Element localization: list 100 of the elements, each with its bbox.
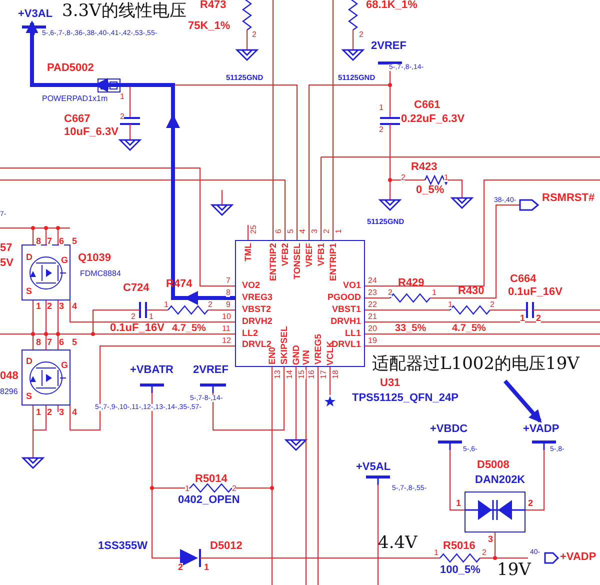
pin-number: 18 [332, 370, 340, 379]
net-label: +V5AL [356, 462, 391, 473]
net-label: 0402_OPEN [178, 495, 240, 506]
pin-label: PGOOD [327, 293, 361, 302]
pin-number: 1 [36, 408, 42, 417]
pin-number: 19 [368, 337, 377, 345]
pin-number: 6 [275, 229, 283, 234]
component-label: R423 [411, 162, 438, 173]
part-number: 8296 [0, 388, 18, 396]
pin-number: 2 [47, 408, 52, 417]
pin-number: 2 [528, 499, 534, 508]
pin-number: 1 [164, 301, 168, 309]
component-label: PAD5002 [47, 63, 94, 74]
annotation-text: 19V [497, 562, 531, 579]
part-number: POWERPAD1x1m [42, 95, 108, 103]
pin-label: TONSEL [293, 243, 302, 280]
arrow [26, 20, 235, 305]
pin-number: 5 [72, 237, 78, 246]
pin-number: 8 [36, 338, 42, 347]
pin-number: 17 [320, 370, 328, 379]
pin-label: TML [244, 243, 253, 262]
pin-number: 1 [434, 549, 438, 557]
pin-label: ENTRIP2 [269, 243, 278, 282]
pin-number: 10 [222, 313, 231, 321]
pin-number: 2 [323, 229, 331, 234]
component-label: 0.22uF_6.3V [401, 114, 465, 125]
pin-number: 23 [368, 289, 377, 297]
component-label: 5V [0, 258, 14, 269]
component-label: 0_5% [416, 185, 444, 196]
pin-number: 25 [250, 225, 258, 234]
pin-number: 5 [287, 229, 295, 234]
pin-label: GND [292, 345, 301, 365]
pin-number: 2 [178, 563, 184, 572]
pin-number: S [26, 392, 32, 401]
pin-number: 1 [335, 229, 343, 234]
component-label: C667 [64, 114, 90, 125]
pin-label: DRVH2 [242, 317, 272, 326]
pin-number: 12 [222, 337, 231, 345]
pin-number: 6 [59, 338, 64, 347]
pin-number: 1 [456, 499, 462, 508]
net-label: DAN202K [475, 475, 526, 486]
pin-number: 3 [311, 229, 319, 234]
pin-label: VO2 [242, 281, 260, 290]
pin-number: 9 [226, 301, 230, 309]
pin-label: VFB1 [317, 243, 326, 266]
pin-label: LL1 [344, 329, 361, 338]
component-label: C664 [510, 274, 536, 285]
annotation-text: 适配器过L1002的电压19V [372, 356, 580, 373]
pin-number: 2 [388, 289, 392, 297]
component-label: 048 [0, 371, 18, 382]
pin-label: VREG3 [242, 293, 273, 302]
pin-number: 1 [379, 104, 384, 112]
pin-number: G [61, 361, 68, 370]
pin-number: 1 [204, 563, 210, 572]
pin-number: 2 [359, 31, 364, 39]
component-label: +VADP [560, 552, 596, 563]
pin-number: 7 [47, 338, 52, 347]
pin-number: 7 [226, 277, 230, 285]
pin-number: 1 [432, 289, 436, 297]
pin-number: G [61, 256, 68, 265]
pin-number: 1 [36, 302, 42, 311]
pin-number: D [26, 357, 32, 366]
pin-label: VREG5 [314, 334, 323, 365]
component-label: 68.1K_1% [366, 0, 418, 11]
pin-number: S [26, 287, 32, 296]
pin-number: 22 [368, 301, 377, 309]
pin-number: D [26, 253, 32, 262]
pin-number: 3 [59, 408, 64, 417]
component-label: R5014 [195, 474, 228, 485]
pin-number: 11 [222, 325, 230, 333]
pin-number: 15 [298, 370, 306, 379]
pin-number: 14 [286, 370, 294, 379]
net-label: 100_5% [440, 565, 480, 576]
component-label: 4.7_5% [172, 324, 206, 334]
pin-number: 16 [308, 370, 316, 379]
pin-number: 2 [379, 126, 384, 134]
pin-label: VIN [302, 350, 311, 365]
component-label: 0.1uF_16V [508, 287, 562, 298]
pin-number: 2 [252, 31, 256, 39]
component-label: D5012 [210, 541, 242, 552]
component-label: U31 [380, 378, 400, 389]
pin-number: 8 [226, 289, 230, 297]
component-label: D5008 [477, 460, 510, 471]
component-label: 4.7_5% [452, 324, 486, 334]
net-label: +VBATR [130, 365, 174, 376]
annotation-text: 4.4V [378, 535, 418, 552]
part-number: FDMC8884 [80, 270, 121, 278]
pin-number: 2 [482, 549, 486, 557]
component-label: 10uF_6.3V [64, 127, 118, 138]
pin-number: 1 [448, 301, 452, 309]
component-label: Q1039 [78, 253, 112, 264]
annotation-text: 3.3V的线性电压 [62, 3, 186, 20]
net-label: 2VREF [371, 41, 406, 52]
pin-label: DRVL1 [332, 340, 361, 349]
pin-label: VBST2 [242, 305, 272, 314]
pin-number: 2 [120, 113, 124, 121]
component-label: 33_5% [395, 324, 426, 334]
pin-number: 2 [490, 301, 494, 309]
pin-number: 2 [208, 301, 212, 309]
pin-number: 1 [149, 313, 154, 321]
